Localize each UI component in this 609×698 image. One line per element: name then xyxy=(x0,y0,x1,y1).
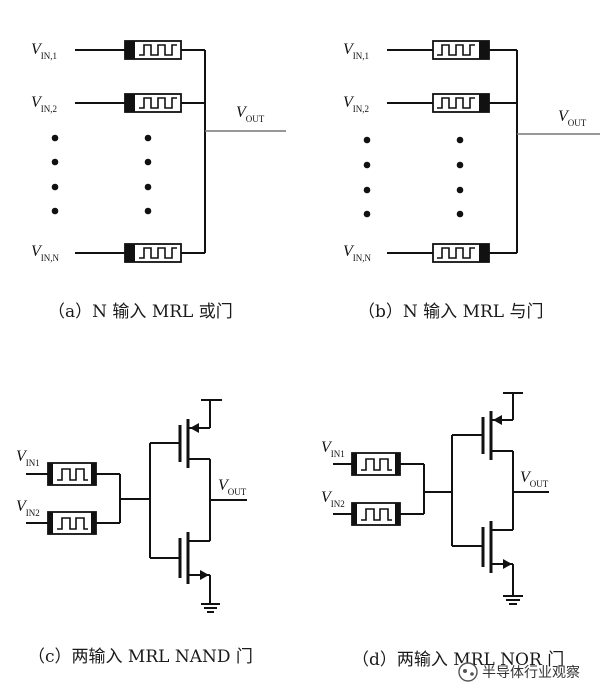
memristor-d-1 xyxy=(351,452,401,476)
caption-a: （a）N 输入 MRL 或门 xyxy=(48,302,233,322)
watermark: 半导体行业观察 xyxy=(458,662,580,682)
output-label-a: VOUT xyxy=(236,104,265,124)
input-label-c-2: VIN2 xyxy=(16,498,40,518)
output-label-d: VOUT xyxy=(520,469,549,489)
nmos-transistor-d xyxy=(481,521,523,605)
input-label-b-n: VIN,N xyxy=(343,243,372,263)
memristor-c-2 xyxy=(47,511,97,535)
ellipsis-dots-b xyxy=(363,136,464,218)
input-label-d-2: VIN2 xyxy=(321,489,345,509)
pmos-transistor-d xyxy=(481,392,523,460)
caption-c: （c）两输入 MRL NAND 门 xyxy=(28,647,253,667)
memristor-a-2 xyxy=(124,93,182,113)
input-label-a-n: VIN,N xyxy=(31,243,60,263)
input-label-d-1: VIN1 xyxy=(321,439,345,459)
watermark-text: 半导体行业观察 xyxy=(482,664,580,681)
memristor-c-1 xyxy=(47,462,97,486)
panel-a-or-gate: VIN,1 VIN,2 VIN,N VOUT （a）N 输入 MRL 或门 xyxy=(31,40,286,322)
input-label-c-1: VIN1 xyxy=(16,448,40,468)
memristor-b-n xyxy=(432,243,490,263)
watermark-logo-icon xyxy=(458,662,478,682)
ellipsis-dots-a xyxy=(51,134,152,215)
output-label-b: VOUT xyxy=(558,108,587,128)
panel-b-and-gate: VIN,1 VIN,2 VIN,N VOUT （b）N 输入 MRL 与门 xyxy=(343,40,600,322)
memristor-a-n xyxy=(124,243,182,263)
caption-d: （d）两输入 MRL NOR 门 xyxy=(352,650,564,670)
panel-d-nor-gate: VIN1 VIN2 VOUT （d）两输入 MRL NOR 门 xyxy=(321,392,564,670)
input-label-b-1: VIN,1 xyxy=(343,41,369,61)
input-label-b-2: VIN,2 xyxy=(343,94,369,114)
memristor-d-2 xyxy=(351,502,401,526)
memristor-a-1 xyxy=(124,40,182,60)
output-label-c: VOUT xyxy=(218,477,247,497)
panel-c-nand-gate: VIN1 VIN2 VOUT （c）两输入 MRL NAND 门 xyxy=(16,399,253,667)
memristor-b-2 xyxy=(432,93,490,113)
input-label-a-1: VIN,1 xyxy=(31,41,57,61)
input-label-a-2: VIN,2 xyxy=(31,94,57,114)
pmos-transistor-c xyxy=(178,399,222,468)
memristor-b-1 xyxy=(432,40,490,60)
caption-b: （b）N 输入 MRL 与门 xyxy=(358,302,543,322)
nmos-transistor-c xyxy=(178,532,220,613)
